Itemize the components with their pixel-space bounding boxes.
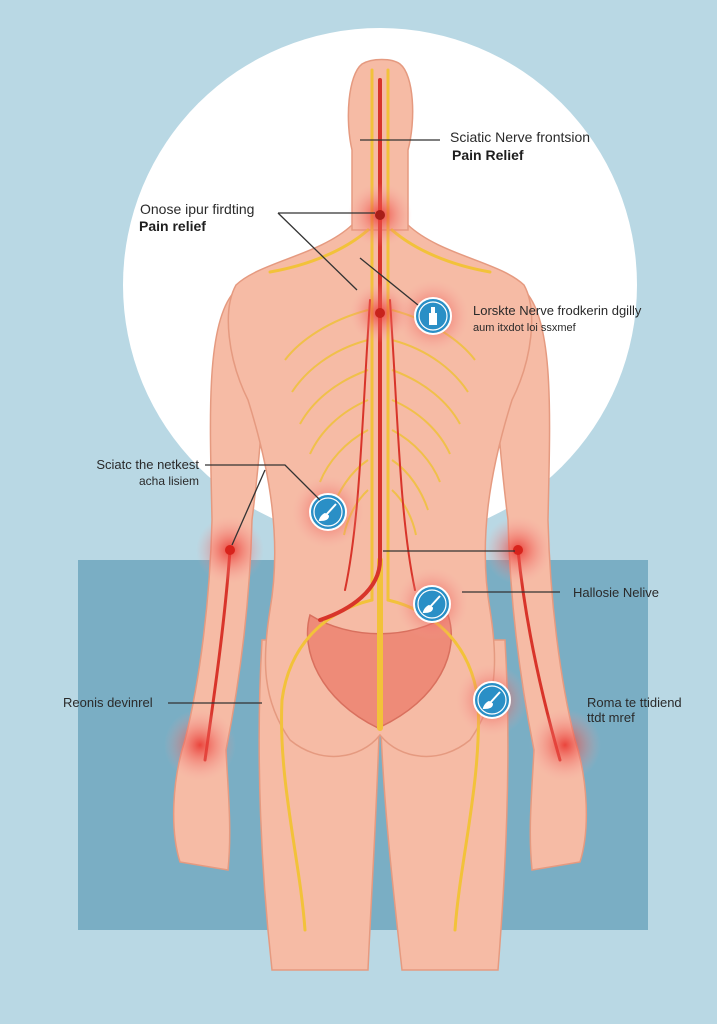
label-top-left-line1: Onose ipur firdting <box>140 201 254 217</box>
label-top-right-line1: Sciatic Nerve frontsion <box>450 129 590 145</box>
label-lower-right-line1: Roma te ttidiend <box>587 695 682 710</box>
label-upper-right-line2: aum itxdot loi ssxmef <box>473 322 577 334</box>
pain-point-right-wrist <box>529 709 601 781</box>
treatment-marker[interactable] <box>413 585 451 623</box>
treatment-marker[interactable] <box>473 681 511 719</box>
label-top-left-line2: Pain relief <box>139 218 206 234</box>
treatment-marker[interactable] <box>414 297 452 335</box>
label-lower-right-line2: ttdt mref <box>587 710 635 725</box>
brush-icon <box>318 503 337 522</box>
spray-bottle-icon <box>429 307 437 325</box>
label-mid-left-line1: Sciatc the netkest <box>96 457 199 472</box>
label-mid-right: Hallosie Nelive <box>573 585 659 600</box>
label-mid-left-line2: acha lisiem <box>139 474 199 488</box>
label-upper-right-line1: Lorskte Nerve frodkerin dgilly <box>473 303 642 318</box>
brush-icon <box>422 595 441 614</box>
label-lower-left: Reonis devinrel <box>63 695 153 710</box>
label-top-right-line2: Pain Relief <box>452 147 524 163</box>
treatment-marker[interactable] <box>309 493 347 531</box>
pain-point-left-wrist <box>164 709 236 781</box>
brush-icon <box>482 691 501 710</box>
leader-lines <box>168 139 560 704</box>
